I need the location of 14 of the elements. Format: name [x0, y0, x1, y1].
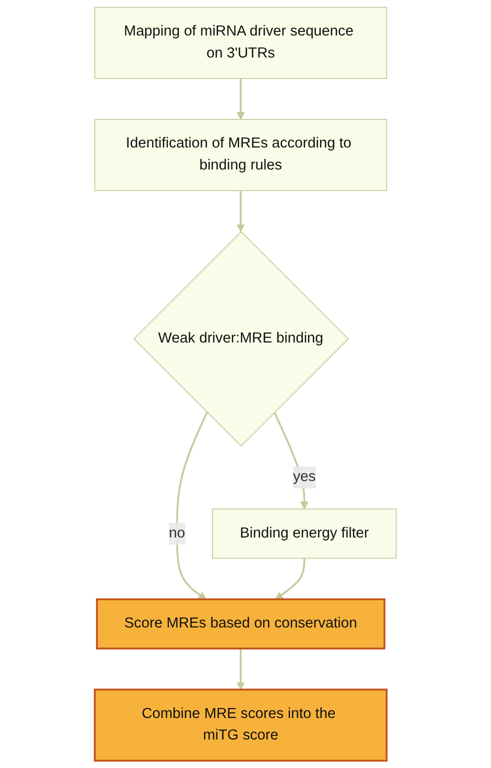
arrow — [236, 648, 245, 690]
arrow — [236, 190, 245, 232]
node-diamond: Weak driver:MRE binding — [133, 231, 350, 447]
edge-label: yes — [293, 469, 316, 485]
node-box: Score MREs based on conservation — [96, 598, 386, 650]
arrow — [176, 412, 208, 600]
arrow — [275, 558, 306, 600]
node-box: Identification of MREs according to binding rules — [94, 119, 388, 192]
arrow — [274, 412, 308, 510]
node-box: Combine MRE scores into the miTG score — [94, 688, 388, 762]
arrow — [236, 78, 245, 120]
edge-label: no — [168, 525, 186, 541]
node-box: Binding energy filter — [212, 508, 397, 559]
node-box: Mapping of miRNA driver sequence on 3'UTRs — [94, 6, 388, 79]
